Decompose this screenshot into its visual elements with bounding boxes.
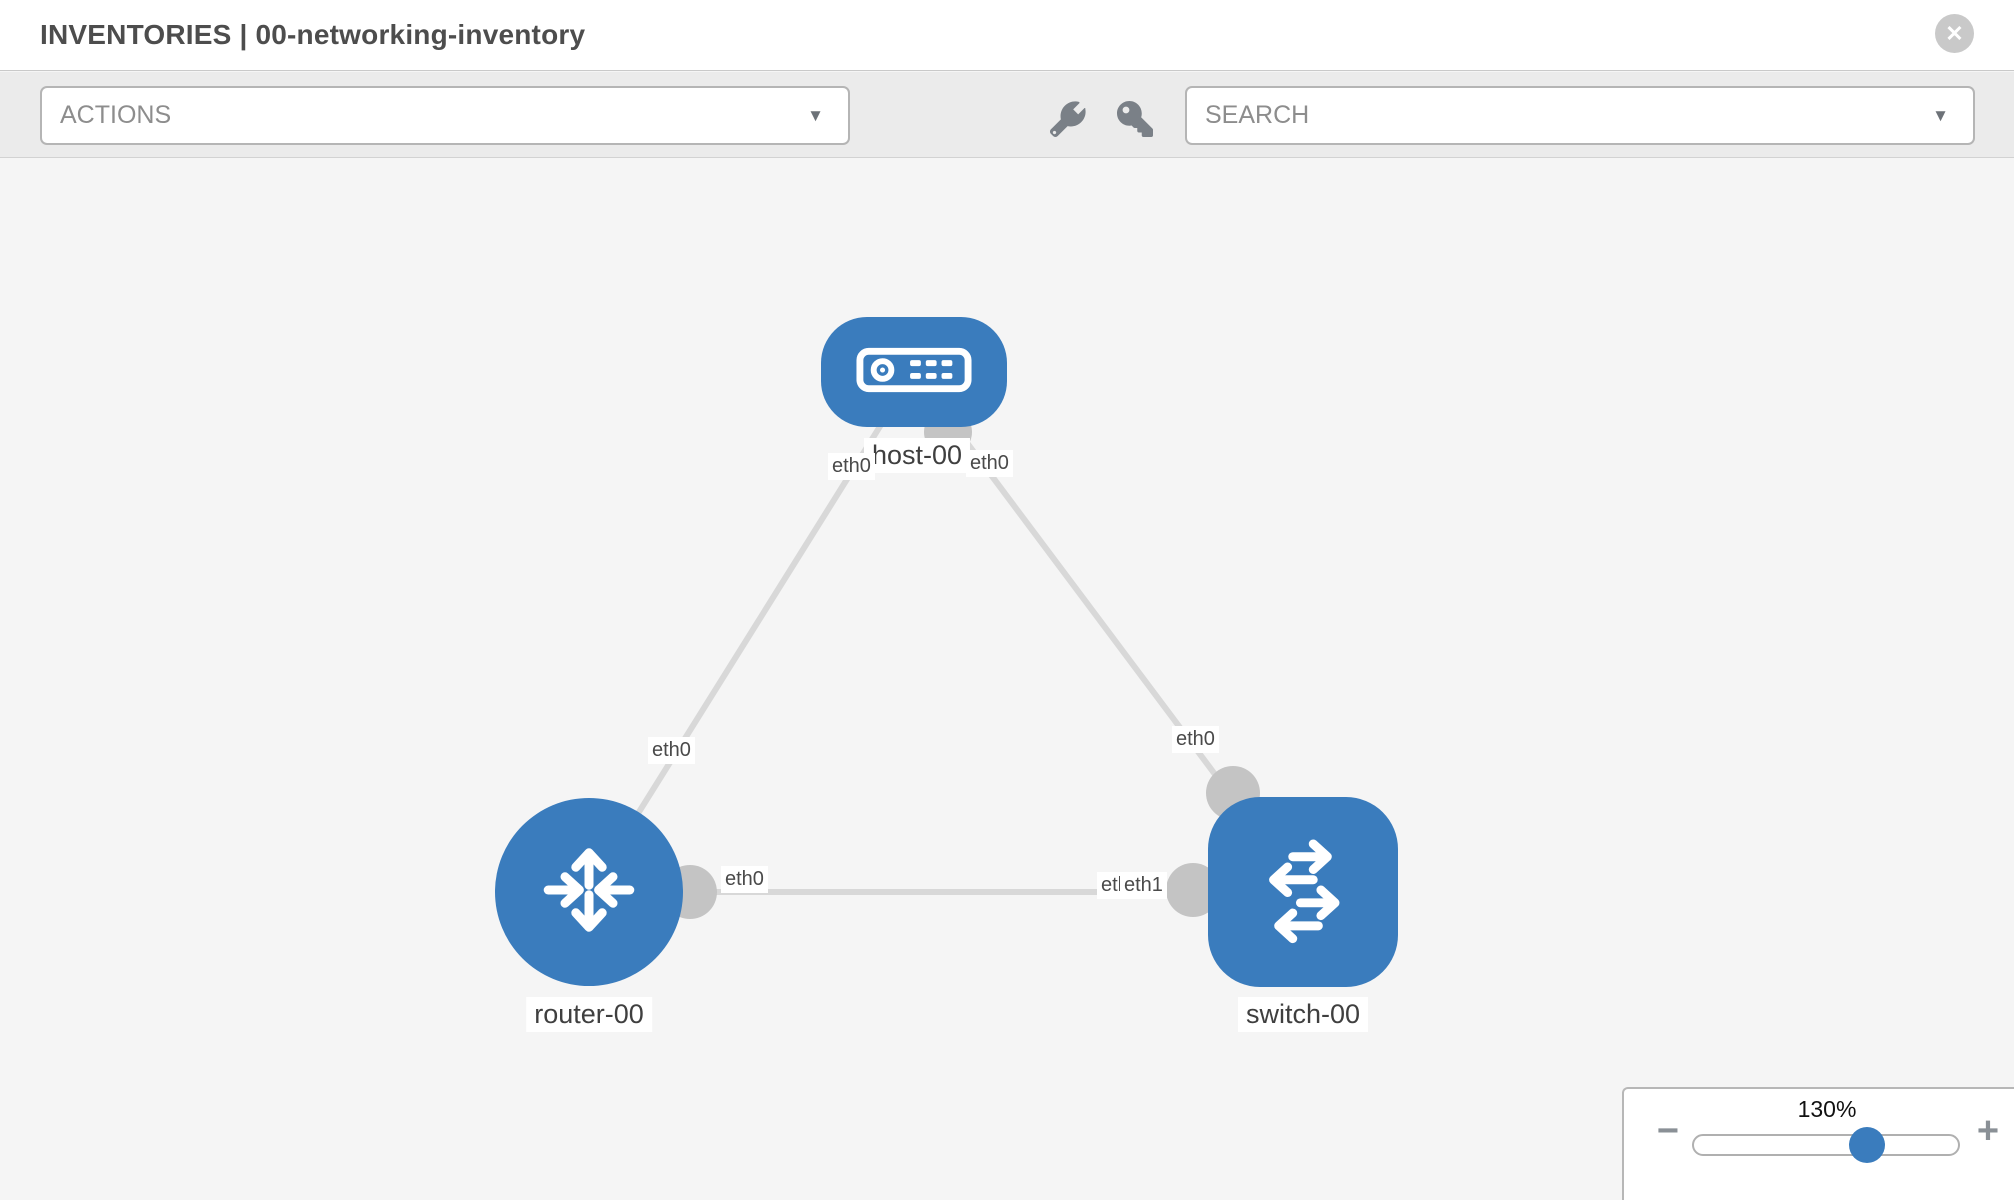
zoom-panel: 130% − + (1622, 1087, 2014, 1200)
host-icon (855, 346, 973, 399)
node-host-00[interactable] (821, 317, 1007, 427)
search-dropdown[interactable]: ▼ (1185, 86, 1975, 145)
node-label-switch: switch-00 (1237, 997, 1369, 1032)
header: INVENTORIES | 00-networking-inventory ✕ (0, 0, 2014, 71)
actions-dropdown[interactable]: ACTIONS ▼ (40, 86, 850, 145)
node-switch-00[interactable] (1208, 797, 1398, 987)
node-label-host: host-00 (863, 438, 971, 473)
interface-label: eth0 (966, 450, 1013, 477)
interface-label: eth0 (648, 737, 695, 764)
close-icon: ✕ (1945, 20, 1964, 46)
wrench-icon (1050, 100, 1086, 140)
interface-label: eth1 (1120, 872, 1167, 899)
topology-canvas[interactable] (0, 158, 2014, 1200)
close-button[interactable]: ✕ (1935, 14, 1974, 53)
interface-label: eth0 (1172, 726, 1219, 753)
zoom-slider-thumb[interactable] (1849, 1127, 1885, 1163)
zoom-level: 130% (1797, 1096, 1857, 1122)
interface-label: eth0 (721, 866, 768, 893)
interface-label: eth0 (828, 453, 875, 480)
switch-icon (1239, 826, 1367, 959)
node-router-00[interactable] (495, 798, 683, 986)
key-icon (1117, 100, 1153, 140)
node-label-router: router-00 (526, 997, 652, 1032)
page-title: INVENTORIES | 00-networking-inventory (40, 19, 586, 50)
tools-button[interactable] (1046, 98, 1090, 142)
router-icon (529, 830, 649, 955)
chevron-down-icon: ▼ (1932, 105, 1949, 125)
zoom-slider-track[interactable] (1692, 1127, 1960, 1163)
toolbar: ACTIONS ▼ ▼ (0, 72, 2014, 158)
actions-dropdown-label: ACTIONS (60, 101, 172, 129)
search-input[interactable] (1205, 101, 1973, 130)
zoom-out-button[interactable]: − (1646, 1109, 1690, 1153)
key-button[interactable] (1113, 98, 1157, 142)
chevron-down-icon: ▼ (807, 105, 824, 125)
zoom-in-button[interactable]: + (1966, 1109, 2010, 1153)
interface-connector-switch-eth1[interactable] (1166, 863, 1220, 917)
